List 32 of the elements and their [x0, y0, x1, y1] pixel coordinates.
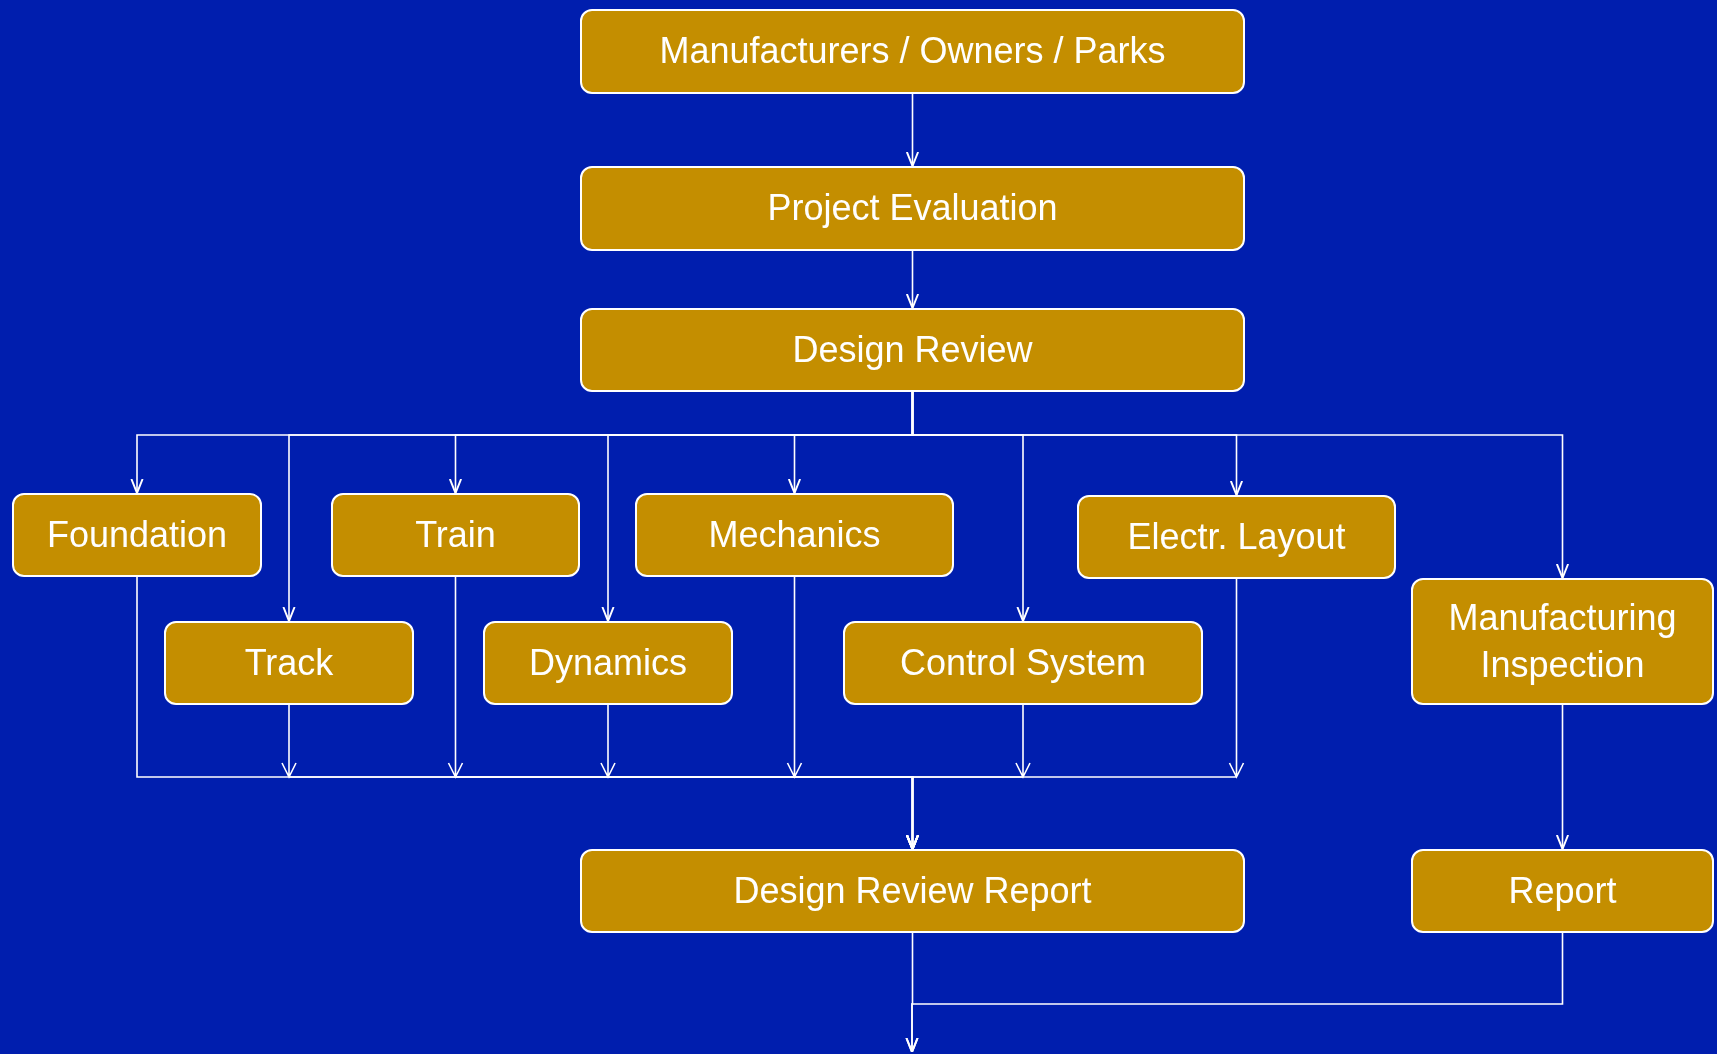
process-box [580, 9, 1245, 94]
arrow [911, 391, 1570, 579]
process-box [1411, 849, 1714, 933]
box-label: Control System [899, 640, 1147, 685]
process-box [635, 493, 954, 577]
box-label: Design Review [792, 327, 1033, 372]
process-box [843, 621, 1203, 705]
box-label: Train [415, 512, 496, 557]
arrow [905, 250, 920, 309]
box-label: Dynamics [529, 640, 687, 685]
box-label: Foundation [46, 512, 228, 557]
process-box [331, 493, 580, 577]
box-label: Track [244, 640, 334, 685]
process-box [1077, 495, 1396, 579]
box-label: Electr. Layout [1127, 514, 1346, 559]
process-box [580, 166, 1245, 251]
process-box [12, 493, 262, 577]
arrow [905, 932, 1564, 1053]
arrow [905, 704, 1031, 850]
box-label: Project Evaluation [767, 186, 1058, 231]
process-box [164, 621, 414, 705]
arrow [905, 93, 920, 167]
box-label: Design Review Report [733, 868, 1092, 913]
box-label: Manufacturers / Owners / Parks [659, 29, 1166, 74]
box-label: Mechanics [708, 512, 881, 557]
box-label: Manufacturing Inspection [1447, 595, 1678, 687]
process-box [1411, 578, 1714, 705]
process-box [580, 849, 1245, 933]
arrow [1555, 704, 1570, 850]
box-label: Report [1508, 868, 1617, 913]
process-box [580, 308, 1245, 392]
process-box [483, 621, 733, 705]
